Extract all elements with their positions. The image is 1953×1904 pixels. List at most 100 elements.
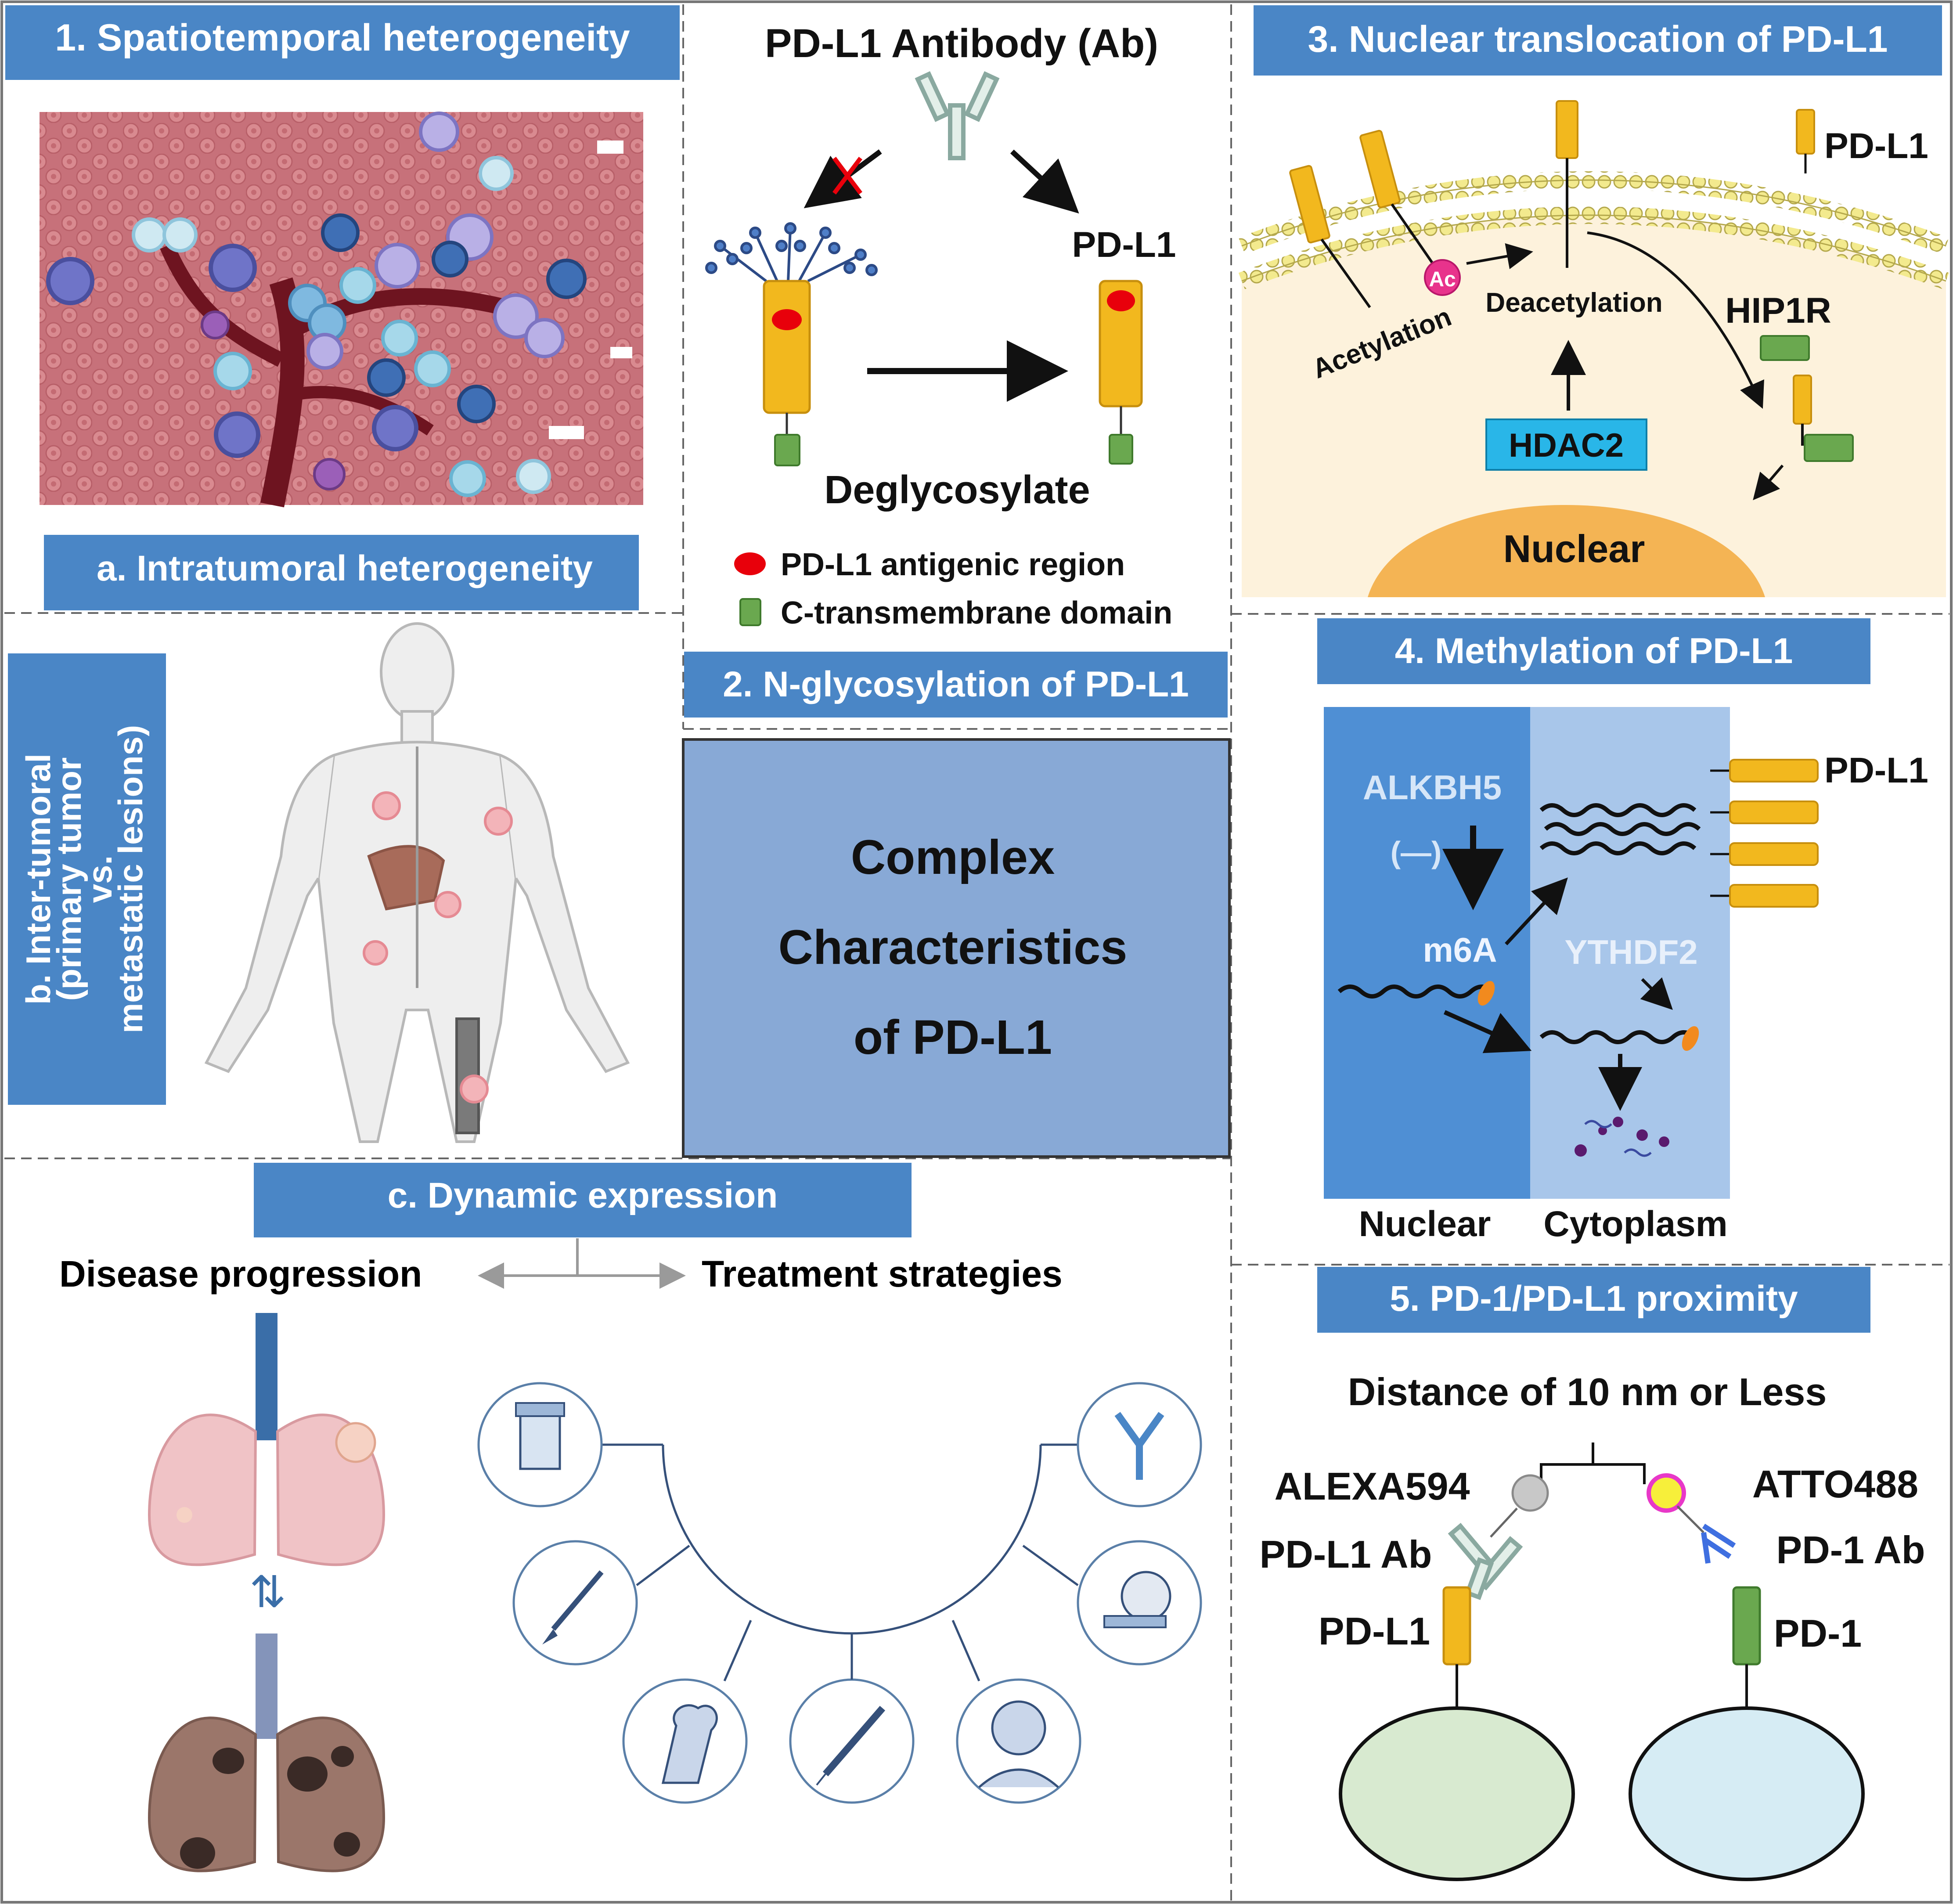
ac-label: Ac — [1429, 268, 1456, 291]
sub-b-line4: metastatic lesions) — [111, 725, 150, 1033]
center-line2: Characteristics — [778, 920, 1128, 974]
hdac2-box — [1485, 418, 1647, 471]
section5-title: 5. PD-1/PD-L1 proximity — [1390, 1279, 1798, 1319]
lungs-diseased-illustration — [148, 1634, 386, 1872]
section3-title: 3. Nuclear translocation of PD-L1 — [1308, 18, 1888, 60]
syringe-icon — [816, 1706, 886, 1786]
section4-title-box — [1317, 618, 1870, 684]
pd1-receptor-label: PD-1 — [1774, 1612, 1862, 1655]
m6a-to-translation-arrow — [1505, 877, 1568, 945]
ct-scanner-icon — [1103, 1571, 1171, 1628]
pdl1-receptor-label: PD-L1 — [1319, 1609, 1430, 1653]
cytoplasm-label: Cytoplasm — [1543, 1204, 1727, 1244]
deacetylation-label: Deacetylation — [1485, 288, 1662, 318]
pdl1-membrane-3 — [1556, 100, 1578, 268]
section1-title: 1. Spatiotemporal heterogeneity — [55, 17, 630, 59]
pdl1-key-icon — [1796, 109, 1815, 155]
disease-progression-label: Disease progression — [59, 1253, 422, 1295]
legend-transmembrane-swatch — [739, 598, 761, 626]
distance-bracket — [1540, 1442, 1646, 1484]
pdl1-antibody-icon — [1448, 1507, 1523, 1600]
sub-c-box — [254, 1163, 912, 1237]
pd1-receptor-icon — [1732, 1586, 1761, 1666]
ac-badge-icon — [1424, 259, 1461, 296]
translocation-arrow — [1587, 231, 1764, 409]
ythdf2-arrow — [1640, 977, 1673, 1010]
pdl1-methylation-label: PD-L1 — [1824, 750, 1928, 790]
to-nucleus-arrow — [1753, 465, 1784, 501]
antibody-label: PD-L1 Antibody (Ab) — [765, 21, 1158, 66]
alexa-fluorophore-icon — [1511, 1474, 1549, 1512]
hip1r-label: HIP1R — [1725, 291, 1831, 331]
blocked-cross-icon — [832, 157, 862, 195]
mrna-nuclear — [1337, 984, 1495, 999]
section1-title-box — [5, 5, 680, 80]
binding-arrow — [1010, 149, 1079, 214]
mrna-cytoplasm — [1539, 1030, 1697, 1044]
equilibrium-icon: ⇅ — [249, 1566, 286, 1618]
mrna-strands-translation — [1539, 803, 1701, 855]
pdl1-deglyco-label: PD-L1 — [1072, 225, 1176, 265]
ythdf2-label: YTHDF2 — [1564, 933, 1697, 971]
section2-title: 2. N-glycosylation of PD-L1 — [723, 664, 1189, 704]
sub-b-line1: b. Inter-tumoral — [19, 754, 58, 1005]
sub-c-label: c. Dynamic expression — [388, 1176, 778, 1215]
pdl1-membrane-1 — [1289, 165, 1371, 308]
section2-title-box — [684, 652, 1228, 718]
container-icon — [515, 1402, 565, 1470]
pdl1-receptor-icon — [1442, 1586, 1471, 1666]
nuclear-compartment-label: Nuclear — [1359, 1204, 1491, 1244]
hip1r-icon — [1760, 335, 1810, 361]
m6a-mark-icon — [1477, 981, 1495, 1006]
pdl1-proteins — [1710, 759, 1819, 908]
t-cell-icon — [1629, 1706, 1865, 1881]
export-arrow — [1443, 1010, 1532, 1053]
cytoplasm-compartment — [1530, 707, 1730, 1199]
ac-to-deacetylation-arrow — [1466, 243, 1533, 269]
pdl1-ab-label: PD-L1 Ab — [1260, 1533, 1432, 1576]
treatment-strategies-label: Treatment strategies — [702, 1253, 1063, 1295]
pd1-antibody-icon — [1676, 1505, 1736, 1564]
center-box — [682, 738, 1231, 1158]
section3-title-box — [1254, 5, 1942, 76]
tumor-cell-icon — [1339, 1706, 1575, 1881]
cell-membrane-diagram — [1238, 171, 1949, 597]
person-icon — [978, 1700, 1059, 1788]
glycosylated-pdl1 — [705, 222, 878, 466]
atto-fluorophore-icon — [1647, 1473, 1686, 1513]
legend-antigenic-swatch — [734, 552, 766, 575]
hdac2-label: HDAC2 — [1509, 427, 1624, 464]
m6a-mark-cyto-icon — [1682, 1026, 1699, 1051]
legend-transmembrane-label: C-transmembrane domain — [781, 595, 1172, 631]
sub-a-label: a. Intratumoral heterogeneity — [97, 548, 593, 588]
deglycosylate-label: Deglycosylate — [824, 468, 1090, 512]
pd1-ab-label: PD-1 Ab — [1776, 1528, 1925, 1572]
center-line1: Complex — [851, 830, 1055, 884]
sub-b-box — [8, 653, 166, 1105]
mrna-decay-fragments — [1575, 1117, 1669, 1157]
alkbh5-label: ALKBH5 — [1363, 768, 1502, 807]
atto-label: ATTO488 — [1752, 1462, 1918, 1506]
nuclear-compartment — [1324, 707, 1530, 1199]
pdl1-key-label: PD-L1 — [1824, 126, 1928, 166]
section5-title-box — [1317, 1267, 1870, 1333]
pdl1-hip1r-complex — [1793, 375, 1854, 462]
deglycosylated-pdl1 — [1099, 280, 1143, 465]
tumor-tissue-illustration — [40, 112, 643, 508]
alexa-label: ALEXA594 — [1274, 1464, 1470, 1508]
sub-b-label-group: b. Inter-tumoral (primary tumor vs. meta… — [19, 725, 150, 1033]
scalpel-icon — [542, 1570, 604, 1644]
sub-b-line2: (primary tumor — [50, 757, 88, 1001]
minus-label: (—) — [1391, 835, 1442, 869]
section4-title: 4. Methylation of PD-L1 — [1395, 631, 1793, 671]
legend-antigenic-label: PD-L1 antigenic region — [781, 547, 1125, 582]
antibody-icon-treatment — [1114, 1412, 1164, 1480]
sub-b-line3: vs. — [80, 855, 119, 903]
human-body-illustration — [204, 622, 630, 1143]
sub-a-box — [44, 535, 639, 610]
bone-icon — [661, 1704, 718, 1784]
pdl1-membrane-2 — [1359, 130, 1437, 269]
